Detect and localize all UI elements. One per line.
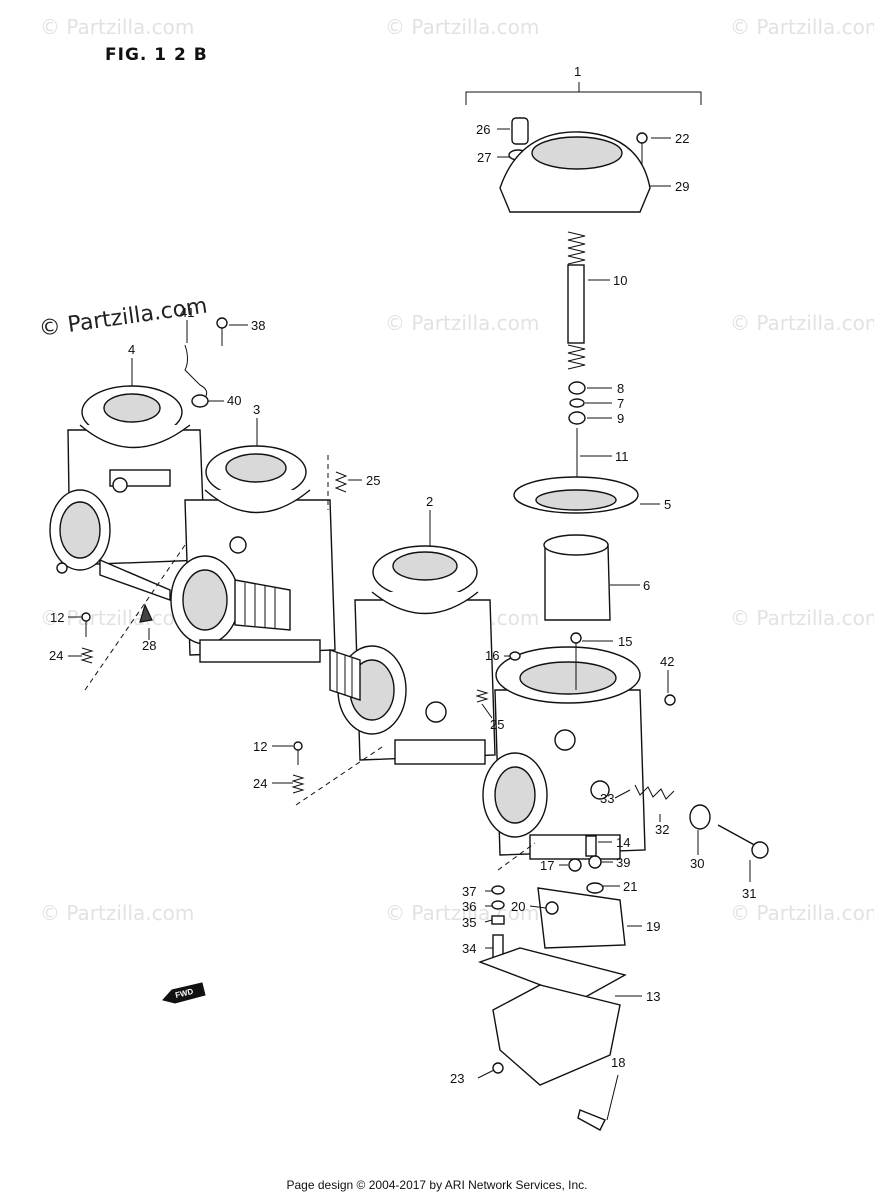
carburetor-4 (49, 385, 206, 601)
callout-label: 31 (742, 886, 756, 901)
carburetor-body-front (482, 646, 646, 860)
callout-label: 1 (574, 64, 581, 79)
small-parts-left (80, 317, 521, 806)
callout-label: 16 (485, 648, 499, 663)
callout-label: 10 (613, 273, 627, 288)
callout-label: 22 (675, 131, 689, 146)
callout-label: 41 (180, 305, 194, 320)
callout-label: 12 (50, 610, 64, 625)
figure-title: FIG. 1 2 B (105, 45, 208, 65)
callout-label: 4 (128, 342, 135, 357)
carburetor-2 (329, 545, 496, 765)
callout-label: 42 (660, 654, 674, 669)
callout-label: 18 (611, 1055, 625, 1070)
callout-label: 28 (142, 638, 156, 653)
callout-label: 15 (618, 634, 632, 649)
page-footer: Page design © 2004-2017 by ARI Network S… (286, 1178, 588, 1192)
watermark: © Partzilla.com (730, 606, 874, 630)
callout-label: 29 (675, 179, 689, 194)
callout-label: 23 (450, 1071, 464, 1086)
leader-lines (68, 128, 751, 1121)
watermark: © Partzilla.com (730, 311, 874, 335)
callout-label: 9 (617, 411, 624, 426)
watermark: © Partzilla.com (385, 311, 539, 335)
callout-label: 7 (617, 396, 624, 411)
watermark: © Partzilla.com (730, 901, 874, 925)
callout-label: 14 (616, 835, 630, 850)
callout-label: 26 (476, 122, 490, 137)
callout-label: 36 (462, 899, 476, 914)
callout-label: 38 (251, 318, 265, 333)
callout-label: 5 (664, 497, 671, 512)
callout-label: 17 (540, 858, 554, 873)
watermark: © Partzilla.com (730, 15, 874, 39)
watermark: © Partzilla.com (40, 15, 194, 39)
callout-label: 33 (600, 791, 614, 806)
callout-label: 8 (617, 381, 624, 396)
callout-label: 30 (690, 856, 704, 871)
callout-label: 39 (616, 855, 630, 870)
callout-numbers: 1 26 27 22 29 10 8 7 9 11 5 6 15 4 41 38… (49, 64, 756, 1086)
callout-label: 35 (462, 915, 476, 930)
watermark: © Partzilla.com (40, 901, 194, 925)
fwd-label: FWD (174, 987, 194, 1000)
callout-label: 25 (366, 473, 380, 488)
fwd-arrow: FWD (162, 982, 206, 1004)
callout-label: 40 (227, 393, 241, 408)
watermark: © Partzilla.com (40, 606, 194, 630)
carburetor-3 (170, 445, 336, 663)
callout-label: 11 (615, 449, 629, 464)
callout-label: 27 (477, 150, 491, 165)
callout-label: 2 (426, 494, 433, 509)
callout-label: 34 (462, 941, 476, 956)
exploded-top-parts (465, 82, 702, 690)
watermark: © Partzilla.com (385, 901, 539, 925)
callout-label: 3 (253, 402, 260, 417)
callout-label: 12 (253, 739, 267, 754)
callout-label: 24 (49, 648, 63, 663)
callout-label: 32 (655, 822, 669, 837)
callout-label: 13 (646, 989, 660, 1004)
callout-label: 20 (511, 899, 525, 914)
callout-label: 25 (490, 717, 504, 732)
callout-label: 24 (253, 776, 267, 791)
small-parts-right (477, 694, 769, 1131)
watermark: © Partzilla.com (385, 15, 539, 39)
watermark-layer: © Partzilla.com © Partzilla.com © Partzi… (37, 15, 874, 925)
callout-label: 37 (462, 884, 476, 899)
callout-label: 6 (643, 578, 650, 593)
callout-label: 19 (646, 919, 660, 934)
callout-label: 21 (623, 879, 637, 894)
